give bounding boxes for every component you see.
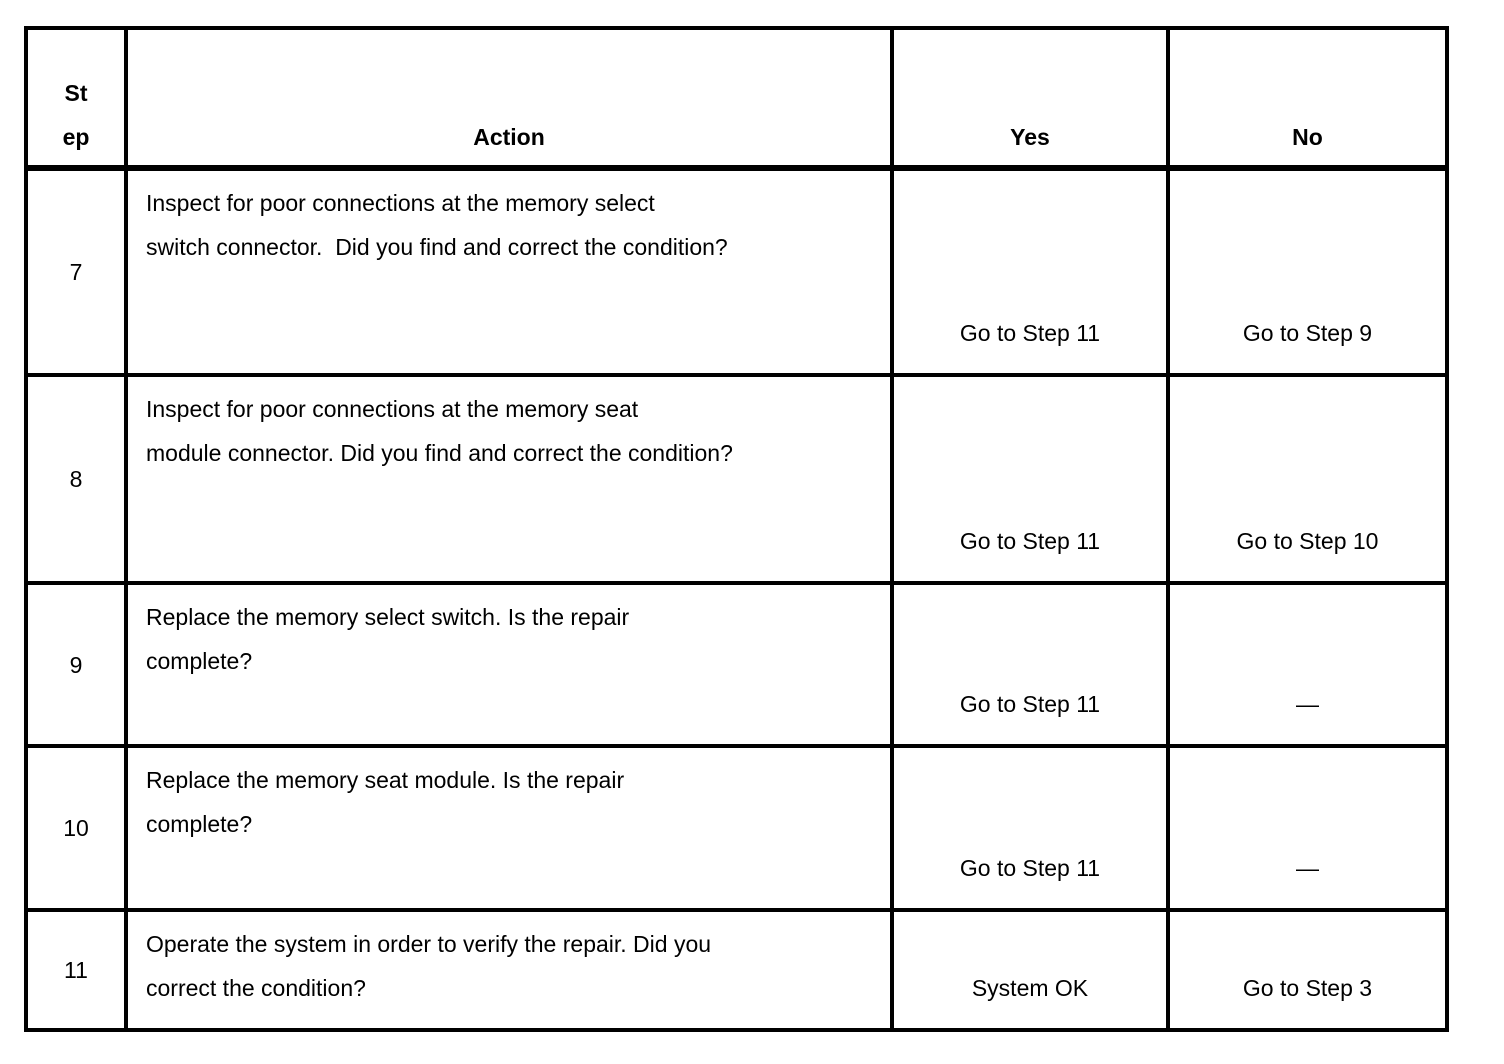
yes-outcome: Go to Step 11 [890,373,1170,585]
no-outcome: Go to Step 9 [1166,166,1449,377]
header-no: No [1166,26,1449,171]
table-row-step-11: 11 Operate the system in order to verify… [24,908,1449,1032]
action-text: Replace the memory select switch. Is the… [124,581,894,748]
table-row-step-10: 10 Replace the memory seat module. Is th… [24,744,1449,912]
yes-outcome: System OK [890,908,1170,1032]
yes-outcome: Go to Step 11 [890,581,1170,748]
no-outcome: — [1166,744,1449,912]
step-number: 7 [24,166,128,377]
step-number: 11 [24,908,128,1032]
action-text: Replace the memory seat module. Is the r… [124,744,894,912]
action-text: Inspect for poor connections at the memo… [124,373,894,585]
step-number: 10 [24,744,128,912]
header-action: Action [124,26,894,171]
table-row-step-7: 7 Inspect for poor connections at the me… [24,166,1449,377]
table-row-step-9: 9 Replace the memory select switch. Is t… [24,581,1449,748]
diagnostic-steps-table: St ep Action Yes No 7 Inspect for poor c… [24,26,1449,1032]
diagnostic-table-container: St ep Action Yes No 7 Inspect for poor c… [24,26,1449,1032]
no-outcome: Go to Step 3 [1166,908,1449,1032]
action-text: Inspect for poor connections at the memo… [124,166,894,377]
yes-outcome: Go to Step 11 [890,166,1170,377]
yes-outcome: Go to Step 11 [890,744,1170,912]
action-text: Operate the system in order to verify th… [124,908,894,1032]
table-row-step-8: 8 Inspect for poor connections at the me… [24,373,1449,585]
step-number: 9 [24,581,128,748]
no-outcome: Go to Step 10 [1166,373,1449,585]
header-yes: Yes [890,26,1170,171]
header-step: St ep [24,26,128,171]
no-outcome: — [1166,581,1449,748]
header-row: St ep Action Yes No [24,26,1449,171]
step-number: 8 [24,373,128,585]
